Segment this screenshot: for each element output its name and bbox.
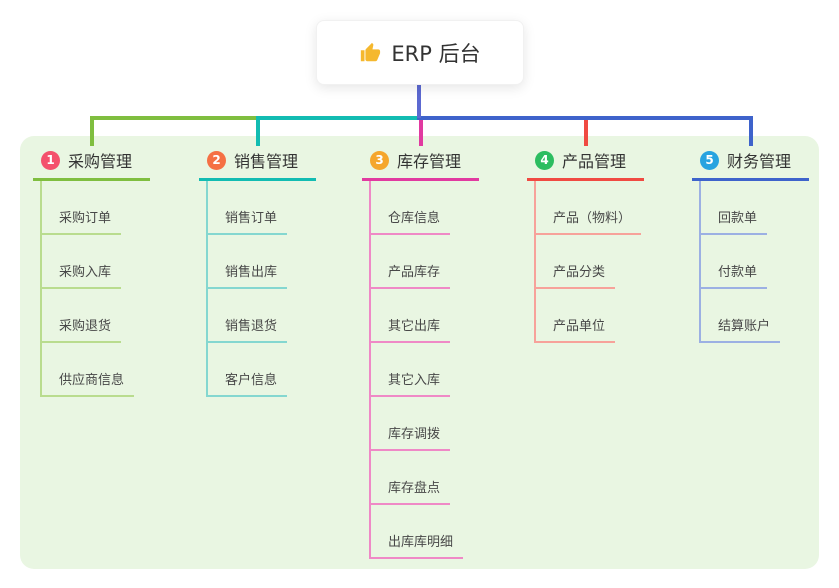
branch-label-sales: 销售管理	[234, 152, 299, 171]
child-label-purchase-2: 采购入库	[42, 261, 122, 289]
child-label-product-3: 产品单位	[536, 315, 616, 343]
child-node-sales-1[interactable]: 销售订单	[208, 181, 316, 235]
branch-children-product: 产品（物料） 产品分类产品单位	[534, 181, 644, 343]
connector-drop-sales	[255, 116, 260, 146]
branch-badge-inventory: 3	[370, 150, 389, 170]
child-node-inventory-2[interactable]: 产品库存	[371, 235, 479, 289]
branch-children-inventory: 仓库信息产品库存其它出库其它入库库存调拨库存盘点出库库明细	[369, 181, 479, 559]
branches-panel	[20, 136, 819, 569]
child-node-inventory-3[interactable]: 其它出库	[371, 289, 479, 343]
child-label-purchase-1: 采购订单	[42, 207, 122, 235]
connector-horizontal-mid	[255, 116, 421, 120]
child-label-sales-3: 销售退货	[208, 315, 288, 343]
child-node-product-1[interactable]: 产品（物料）	[536, 181, 644, 235]
child-node-purchase-1[interactable]: 采购订单	[42, 181, 150, 235]
branch-finance: 5 财务管理回款单付款单结算账户	[692, 146, 809, 343]
branch-badge-purchase: 1	[41, 150, 60, 170]
child-node-sales-2[interactable]: 销售出库	[208, 235, 316, 289]
child-node-inventory-1[interactable]: 仓库信息	[371, 181, 479, 235]
branch-children-purchase: 采购订单采购入库采购退货供应商信息	[40, 181, 150, 397]
branch-badge-product: 4	[535, 150, 554, 170]
child-label-inventory-3: 其它出库	[371, 315, 451, 343]
branch-node-sales[interactable]: 2 销售管理	[199, 146, 316, 181]
branch-label-purchase: 采购管理	[68, 152, 133, 171]
connector-drop-finance	[748, 116, 753, 146]
child-label-inventory-6: 库存盘点	[371, 477, 451, 505]
branch-label-inventory: 库存管理	[397, 152, 462, 171]
child-label-inventory-1: 仓库信息	[371, 207, 451, 235]
root-node-label: ERP 后台	[391, 41, 481, 66]
child-label-product-1: 产品（物料）	[536, 207, 642, 235]
child-node-inventory-5[interactable]: 库存调拨	[371, 397, 479, 451]
child-node-sales-3[interactable]: 销售退货	[208, 289, 316, 343]
child-label-sales-4: 客户信息	[208, 369, 288, 397]
child-label-finance-3: 结算账户	[701, 315, 781, 343]
connector-drop-purchase	[89, 116, 94, 146]
branch-product: 4 产品管理产品（物料） 产品分类产品单位	[527, 146, 644, 343]
branch-node-inventory[interactable]: 3 库存管理	[362, 146, 479, 181]
thumbs-up-icon	[359, 42, 381, 64]
branch-node-purchase[interactable]: 1 采购管理	[33, 146, 150, 181]
branch-purchase: 1 采购管理采购订单采购入库采购退货供应商信息	[33, 146, 150, 397]
child-label-purchase-3: 采购退货	[42, 315, 122, 343]
branch-inventory: 3 库存管理仓库信息产品库存其它出库其它入库库存调拨库存盘点出库库明细	[362, 146, 479, 559]
branch-children-finance: 回款单付款单结算账户	[699, 181, 809, 343]
branch-sales: 2 销售管理销售订单销售出库销售退货客户信息	[199, 146, 316, 397]
child-label-finance-1: 回款单	[701, 207, 768, 235]
child-label-inventory-5: 库存调拨	[371, 423, 451, 451]
connector-horizontal-right	[417, 116, 753, 120]
child-node-finance-3[interactable]: 结算账户	[701, 289, 809, 343]
child-node-product-2[interactable]: 产品分类	[536, 235, 644, 289]
child-label-sales-1: 销售订单	[208, 207, 288, 235]
connector-root-stem	[417, 84, 421, 118]
child-label-finance-2: 付款单	[701, 261, 768, 289]
branch-badge-finance: 5	[700, 150, 719, 170]
child-node-purchase-2[interactable]: 采购入库	[42, 235, 150, 289]
child-label-purchase-4: 供应商信息	[42, 369, 135, 397]
child-label-inventory-7: 出库库明细	[371, 531, 464, 559]
child-node-finance-1[interactable]: 回款单	[701, 181, 809, 235]
child-label-inventory-4: 其它入库	[371, 369, 451, 397]
branch-label-finance: 财务管理	[727, 152, 792, 171]
child-node-inventory-6[interactable]: 库存盘点	[371, 451, 479, 505]
branch-node-product[interactable]: 4 产品管理	[527, 146, 644, 181]
branch-children-sales: 销售订单销售出库销售退货客户信息	[206, 181, 316, 397]
connector-drop-product	[583, 116, 588, 146]
child-node-inventory-4[interactable]: 其它入库	[371, 343, 479, 397]
branch-node-finance[interactable]: 5 财务管理	[692, 146, 809, 181]
child-label-sales-2: 销售出库	[208, 261, 288, 289]
child-label-inventory-2: 产品库存	[371, 261, 451, 289]
connector-horizontal-left	[89, 116, 260, 120]
branch-label-product: 产品管理	[562, 152, 627, 171]
child-node-product-3[interactable]: 产品单位	[536, 289, 644, 343]
child-node-purchase-3[interactable]: 采购退货	[42, 289, 150, 343]
child-label-product-2: 产品分类	[536, 261, 616, 289]
connector-drop-inventory	[418, 116, 423, 146]
child-node-sales-4[interactable]: 客户信息	[208, 343, 316, 397]
child-node-purchase-4[interactable]: 供应商信息	[42, 343, 150, 397]
branch-badge-sales: 2	[207, 150, 226, 170]
child-node-inventory-7[interactable]: 出库库明细	[371, 505, 479, 559]
child-node-finance-2[interactable]: 付款单	[701, 235, 809, 289]
root-node[interactable]: ERP 后台	[316, 20, 524, 85]
